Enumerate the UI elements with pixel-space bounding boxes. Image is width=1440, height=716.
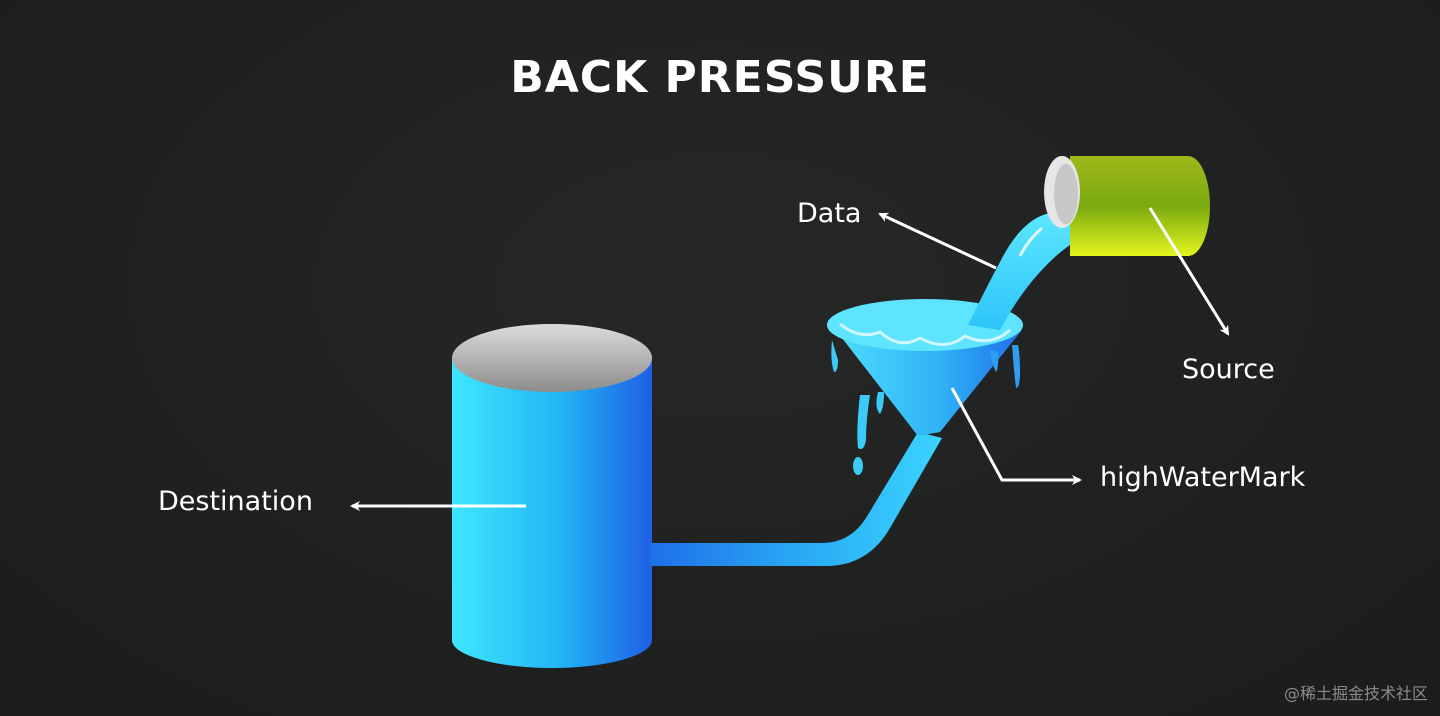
- high-water-mark-label: highWaterMark: [1100, 462, 1306, 493]
- data-arrow: [878, 212, 997, 270]
- source-bucket: [1044, 156, 1210, 256]
- destination-tank: [452, 324, 652, 668]
- data-stream: [968, 206, 1078, 330]
- funnel: [827, 299, 1023, 475]
- page-title: BACK PRESSURE: [510, 52, 930, 103]
- watermark: @稀土掘金技术社区: [1283, 684, 1428, 703]
- data-label: Data: [797, 198, 862, 229]
- destination-label: Destination: [158, 486, 313, 517]
- source-arrow: [1148, 207, 1230, 336]
- connecting-pipe: [650, 432, 942, 566]
- source-label: Source: [1182, 354, 1275, 385]
- high-water-mark-arrow: [950, 387, 1082, 485]
